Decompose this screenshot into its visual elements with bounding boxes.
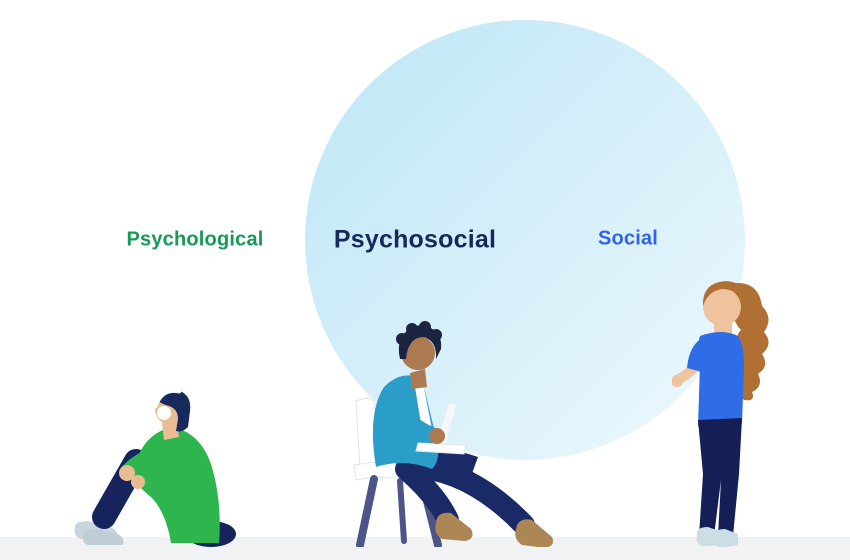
hair-top <box>702 281 750 306</box>
shirt-collar <box>414 379 432 433</box>
head <box>703 288 741 326</box>
label-social: Social <box>597 227 659 250</box>
arm <box>391 402 439 441</box>
sleeve <box>687 338 712 373</box>
torso <box>132 427 220 543</box>
shoe <box>515 519 554 547</box>
hand <box>119 465 135 481</box>
arm <box>120 448 190 479</box>
hand <box>672 375 683 387</box>
figure-person-sitting-floor-headphones <box>74 387 236 547</box>
headphones-earcup <box>157 406 171 420</box>
label-psychosocial: Psychosocial <box>333 225 497 254</box>
neck <box>410 369 427 389</box>
headphones-band <box>152 387 182 409</box>
hair <box>158 389 191 432</box>
figure-person-standing <box>672 281 769 547</box>
shoe <box>435 512 473 541</box>
label-psychological: Psychological <box>126 228 264 251</box>
pants <box>698 418 742 536</box>
laptop-base <box>415 442 467 455</box>
venn-circle-social <box>305 20 745 460</box>
shoes <box>696 527 738 547</box>
hand <box>429 428 445 444</box>
hand <box>131 475 145 489</box>
hair <box>396 321 442 359</box>
shirt <box>698 332 744 429</box>
figure-person-on-chair-with-laptop <box>353 321 554 547</box>
sneakers <box>74 521 124 545</box>
